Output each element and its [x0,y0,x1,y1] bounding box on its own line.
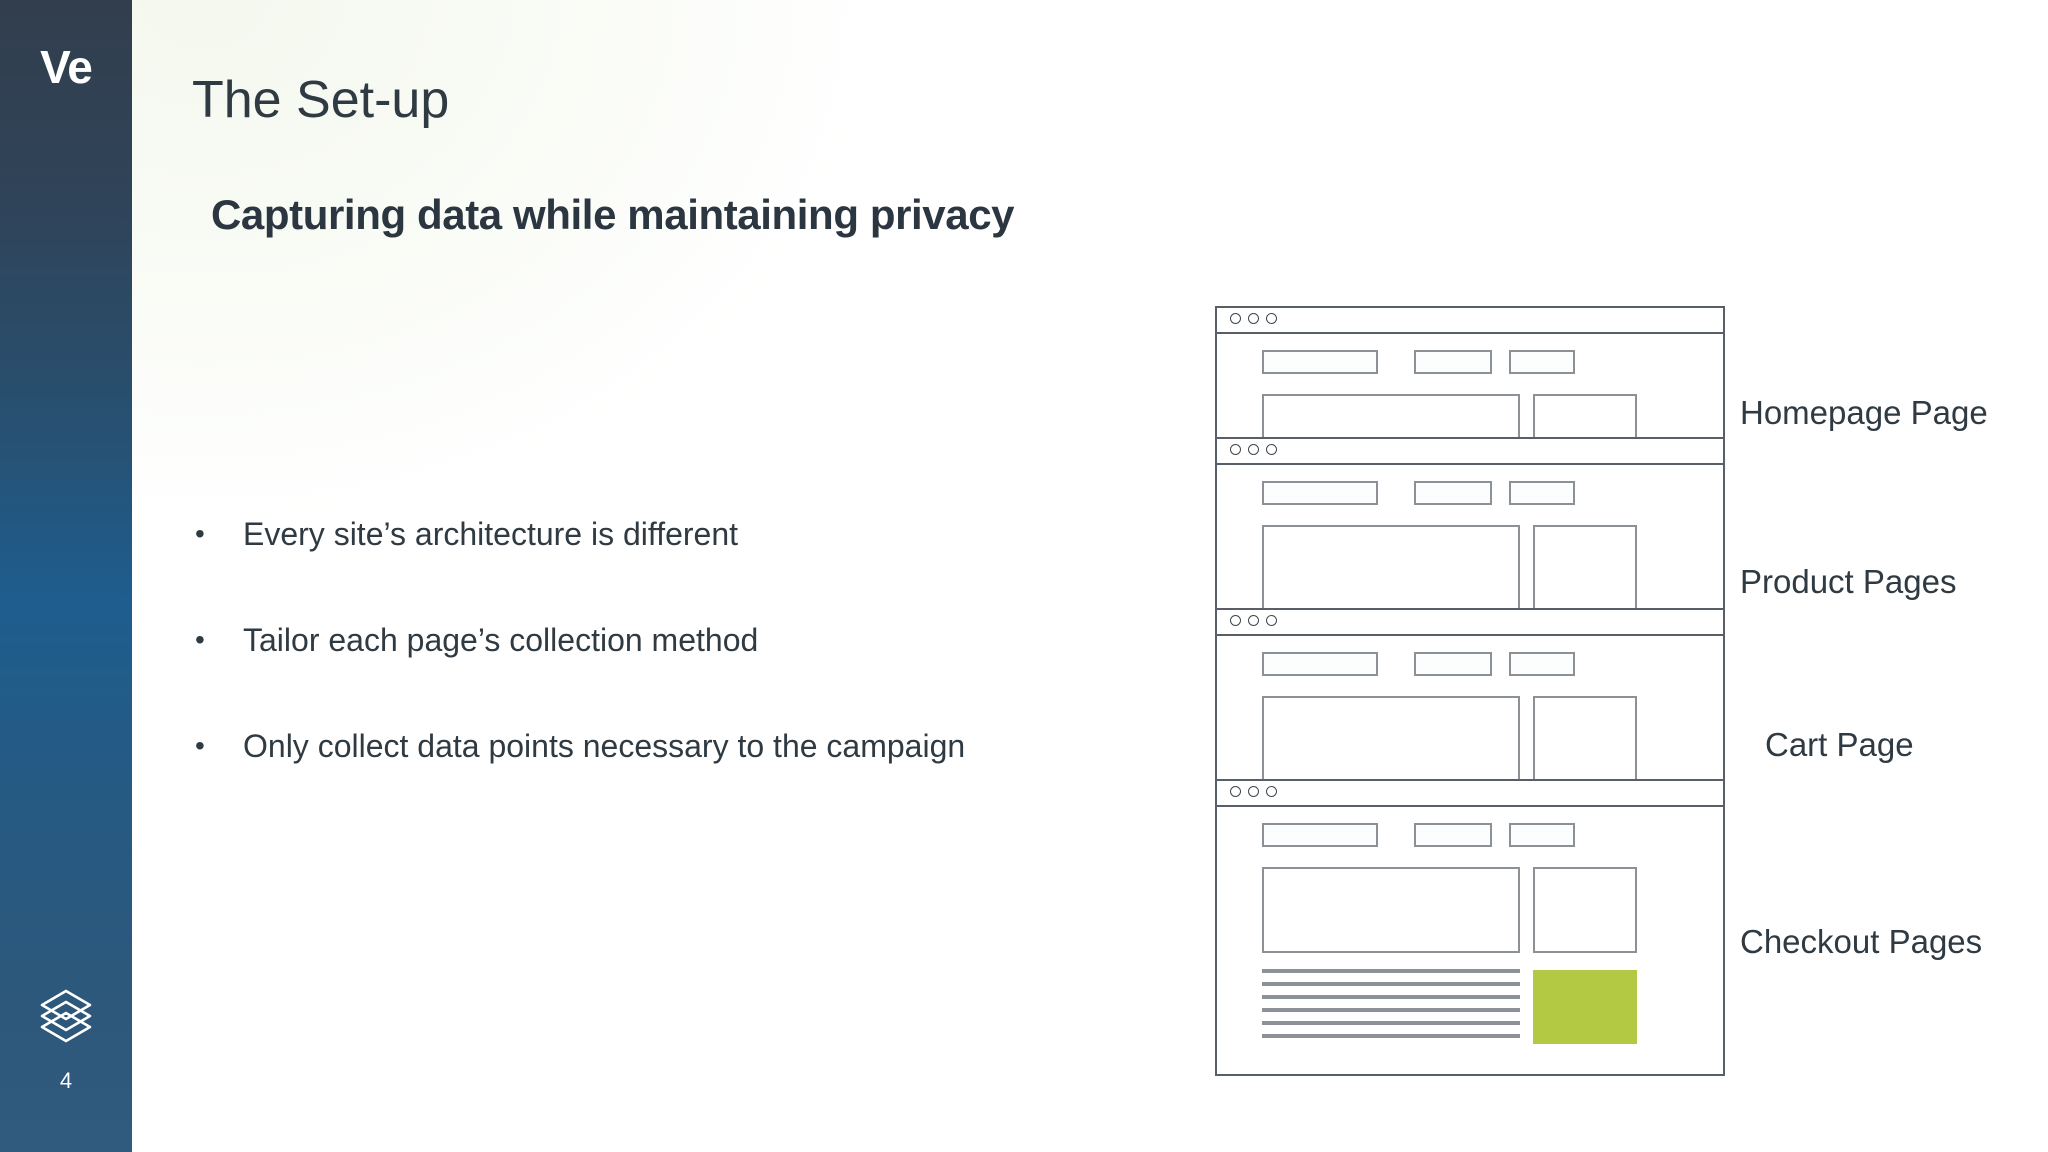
browser-titlebar [1217,308,1723,334]
wireframe-side-panel [1533,867,1637,953]
bullet-text: Every site’s architecture is different [243,516,739,552]
wireframe-text-line [1262,995,1520,999]
brand-logo-text: Ve [40,41,93,93]
wireframe-text-row [1217,969,1723,1045]
wireframe-nav-box [1414,823,1492,847]
stack-label-cart: Cart Page [1765,726,1914,763]
page-title: The Set-up [192,71,450,129]
window-control-dots-icon [1230,444,1277,455]
layers-stack-icon [35,985,97,1047]
bullet-marker-icon: • [195,624,205,655]
window-dot-icon [1248,615,1259,626]
browser-window-checkout [1215,779,1725,1076]
stack-label-product: Product Pages [1740,563,1957,600]
browser-titlebar [1217,781,1723,807]
wireframe-nav-box [1262,350,1378,374]
browser-titlebar [1217,439,1723,465]
wireframe-main-panel [1262,867,1520,953]
wireframe-nav-box [1509,350,1575,374]
slide-sidebar: Ve 4 [0,0,132,1152]
window-dot-icon [1230,313,1241,324]
browser-window-stack [1215,306,1727,1076]
window-dot-icon [1266,615,1277,626]
list-item: • Every site’s architecture is different [185,512,1185,556]
window-control-dots-icon [1230,615,1277,626]
wireframe-nav-row [1217,823,1723,853]
wireframe-nav-row [1217,481,1723,511]
browser-titlebar [1217,610,1723,636]
slide-page-number: 4 [59,1068,73,1093]
wireframe-text-line [1262,1008,1520,1012]
bullet-list: • Every site’s architecture is different… [185,512,1185,830]
wireframe-text-line [1262,982,1520,986]
wireframe-nav-box [1509,823,1575,847]
wireframe-cta-block [1533,970,1637,1044]
list-item: • Only collect data points necessary to … [185,724,1185,768]
window-dot-icon [1266,444,1277,455]
wireframe-nav-box [1262,481,1378,505]
wireframe-nav-box [1509,481,1575,505]
bullet-marker-icon: • [195,518,205,549]
page-subtitle: Capturing data while maintaining privacy [211,191,1015,238]
wireframe-text-line [1262,1034,1520,1038]
wireframe-nav-box [1414,350,1492,374]
wireframe-text-line [1262,969,1520,973]
list-item: • Tailor each page’s collection method [185,618,1185,662]
window-dot-icon [1266,313,1277,324]
wireframe-nav-box [1262,823,1378,847]
wireframe-text-line [1262,1021,1520,1025]
wireframe-nav-row [1217,350,1723,380]
window-dot-icon [1230,444,1241,455]
stack-label-checkout: Checkout Pages [1740,923,1983,960]
window-control-dots-icon [1230,313,1277,324]
window-dot-icon [1230,615,1241,626]
window-dot-icon [1248,444,1259,455]
bullet-marker-icon: • [195,730,205,761]
wireframe-panel-row [1217,867,1723,953]
window-dot-icon [1248,313,1259,324]
wireframe-text-lines [1262,969,1520,1047]
browser-content [1217,823,1723,1045]
stack-label-homepage: Homepage Page [1740,394,1988,431]
bullet-text: Tailor each page’s collection method [243,622,759,658]
window-dot-icon [1266,786,1277,797]
wireframe-nav-box [1414,652,1492,676]
wireframe-nav-box [1262,652,1378,676]
wireframe-nav-row [1217,652,1723,682]
window-dot-icon [1230,786,1241,797]
wireframe-nav-box [1509,652,1575,676]
bullet-text: Only collect data points necessary to th… [243,728,966,764]
window-dot-icon [1248,786,1259,797]
window-control-dots-icon [1230,786,1277,797]
wireframe-nav-box [1414,481,1492,505]
